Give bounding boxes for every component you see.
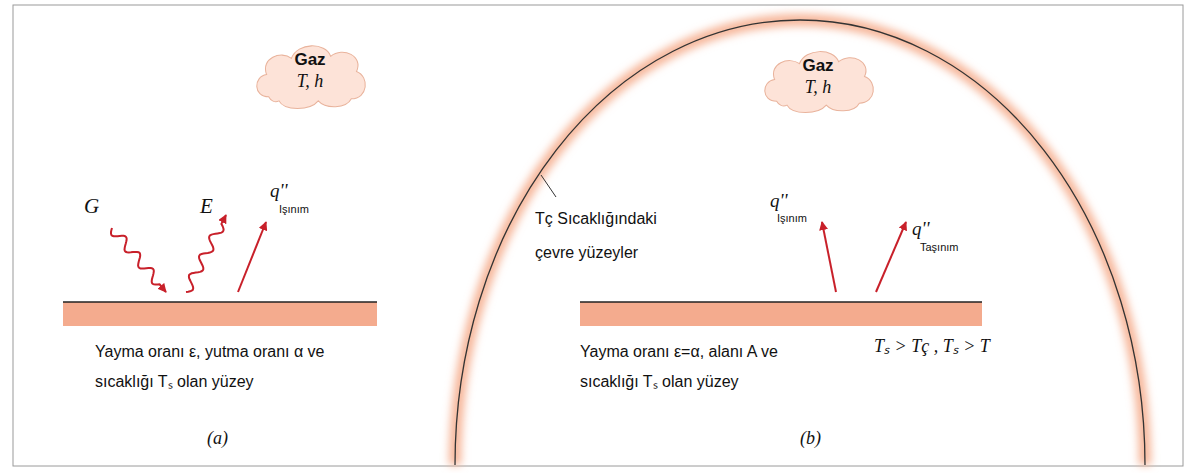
symbol-g: G <box>84 194 99 219</box>
flux-symbol: q'' <box>770 190 788 212</box>
surface-description: Yayma oranı ε, yutma oranı α ve sıcaklığ… <box>95 337 345 397</box>
surface-plate <box>580 302 982 326</box>
surface-plate <box>63 302 377 326</box>
panel-label: (b) <box>800 428 821 449</box>
leader-line <box>541 175 556 197</box>
gas-cloud: GazT, h <box>248 36 372 112</box>
wavy-arrow <box>186 215 226 292</box>
gas-title: Gaz <box>248 50 372 70</box>
gas-properties: T, h <box>756 77 880 98</box>
gas-properties: T, h <box>248 71 372 92</box>
enclosure-surface <box>455 20 1145 465</box>
radiation-arrow <box>822 222 836 292</box>
surroundings-label: Tç Sıcaklığındaki çevre yüzeyler <box>535 202 695 270</box>
flux-subscript: Işınım <box>777 212 807 224</box>
flux-subscript: Taşınım <box>920 241 959 253</box>
symbol-e: E <box>200 194 213 219</box>
surface-edge <box>580 301 982 303</box>
wavy-arrow <box>111 228 166 292</box>
convection-arrow <box>876 222 906 292</box>
surface-description: Yayma oranı ε=α, alanı A ve sıcaklığı Tₛ… <box>580 337 802 397</box>
gas-cloud: GazT, h <box>756 42 880 116</box>
surface-edge <box>63 301 377 303</box>
frame <box>13 5 1183 466</box>
flux-symbol: q'' <box>912 218 930 240</box>
wavy-arrows <box>111 215 226 292</box>
radiation-arrow <box>238 222 266 292</box>
enclosure-glow <box>455 20 1145 465</box>
panel-label: (a) <box>207 428 228 449</box>
temperature-condition: Tₛ > Tç , Tₛ > T <box>874 333 990 357</box>
flux-symbol: q'' <box>270 180 288 202</box>
flux-subscript: Işınım <box>279 203 309 215</box>
gas-title: Gaz <box>756 56 880 76</box>
